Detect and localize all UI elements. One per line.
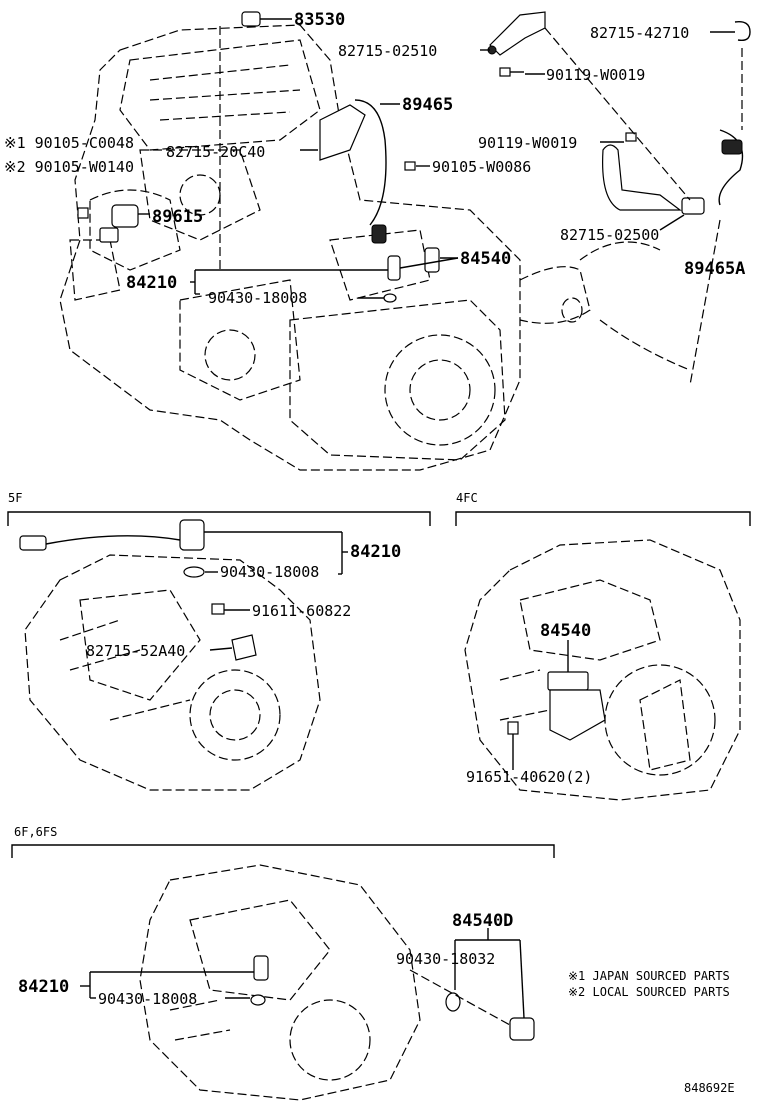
bolt-90119-w0019-a xyxy=(499,67,524,77)
label-82715-20c40: 82715-20C40 xyxy=(166,143,265,161)
bracket-82715-02510 xyxy=(487,11,546,56)
bolt-91651-4fc xyxy=(507,721,519,735)
gasket-5f xyxy=(183,566,205,578)
top-leader-lines xyxy=(138,26,743,386)
bolt-91611-5f xyxy=(211,603,225,615)
transaxle-5f-drawing xyxy=(24,554,321,791)
label-90105-w0140: ※2 90105-W0140 xyxy=(4,158,134,176)
sensor-89465a xyxy=(681,129,744,215)
section-6f: 6F,6FS 84540D 90430-18032 84210 90430-18… xyxy=(11,825,555,1101)
note-local-sourced: ※2 LOCAL SOURCED PARTS xyxy=(568,985,730,999)
engine-transaxle-drawing xyxy=(59,24,691,471)
note-japan-sourced: ※1 JAPAN SOURCED PARTS xyxy=(568,969,730,983)
gasket-90430-18008-6f xyxy=(250,994,266,1006)
label-90430-18008-top: 90430-18008 xyxy=(208,289,307,307)
label-84540-4fc: 84540 xyxy=(540,621,591,641)
label-89465a: 89465A xyxy=(684,259,745,279)
label-83530: 83530 xyxy=(294,10,345,30)
clip-82715-42710 xyxy=(734,21,751,42)
wire-5f xyxy=(45,535,181,545)
label-91651-40620: 91651-40620(2) xyxy=(466,768,592,786)
label-84540-top: 84540 xyxy=(460,249,511,269)
label-89465: 89465 xyxy=(402,95,453,115)
section-5f: 5F 84210 90430-18008 91611-60822 82715-5… xyxy=(7,491,431,791)
transaxle-4fc-drawing xyxy=(464,539,741,801)
gasket-top xyxy=(383,293,397,303)
label-84210-top: 84210 xyxy=(126,273,177,293)
connector-5f xyxy=(19,535,47,551)
label-82715-42710: 82715-42710 xyxy=(590,24,689,42)
label-90430-18008-5f: 90430-18008 xyxy=(220,563,319,581)
bracket-82715-52a40 xyxy=(231,634,257,661)
label-82715-02510: 82715-02510 xyxy=(338,42,437,60)
label-90105-w0086: 90105-W0086 xyxy=(432,158,531,176)
switch-84540-top xyxy=(387,247,440,281)
label-84210-6f: 84210 xyxy=(18,977,69,997)
sensor-89615 xyxy=(77,204,139,243)
label-89615: 89615 xyxy=(152,207,203,227)
sensor-84210-5f xyxy=(179,519,205,551)
label-90119-w0019-b: 90119-W0019 xyxy=(478,134,577,152)
section-5f-title: 5F xyxy=(8,491,22,505)
gasket-90430-18032 xyxy=(445,992,461,1012)
section-4fc: 4FC 84540 91651-40620(2) xyxy=(455,491,751,801)
bracket-82715-02500 xyxy=(602,132,682,211)
label-82715-02500: 82715-02500 xyxy=(560,226,659,244)
label-90430-18032: 90430-18032 xyxy=(396,950,495,968)
section-6f-title: 6F,6FS xyxy=(14,825,57,839)
label-90430-18008-6f: 90430-18008 xyxy=(98,990,197,1008)
switch-body-4fc xyxy=(549,689,606,741)
label-90105-c0048: ※1 90105-C0048 xyxy=(4,134,134,152)
switch-84540-4fc xyxy=(547,671,589,691)
sensor-84210-6f xyxy=(253,955,269,981)
label-82715-52a40: 82715-52A40 xyxy=(86,642,185,660)
figure-code: 848692E xyxy=(684,1081,735,1095)
label-90119-w0019-a: 90119-W0019 xyxy=(546,66,645,84)
label-84540d: 84540D xyxy=(452,911,513,931)
sensor-89465 xyxy=(319,99,387,244)
label-91611-60822: 91611-60822 xyxy=(252,602,351,620)
sensor-83530 xyxy=(241,11,292,27)
label-84210-5f: 84210 xyxy=(350,542,401,562)
section-4fc-title: 4FC xyxy=(456,491,478,505)
switch-84540d xyxy=(509,1017,535,1041)
bolt-90105-w0086 xyxy=(404,161,416,171)
transaxle-6f-drawing xyxy=(139,864,421,1101)
